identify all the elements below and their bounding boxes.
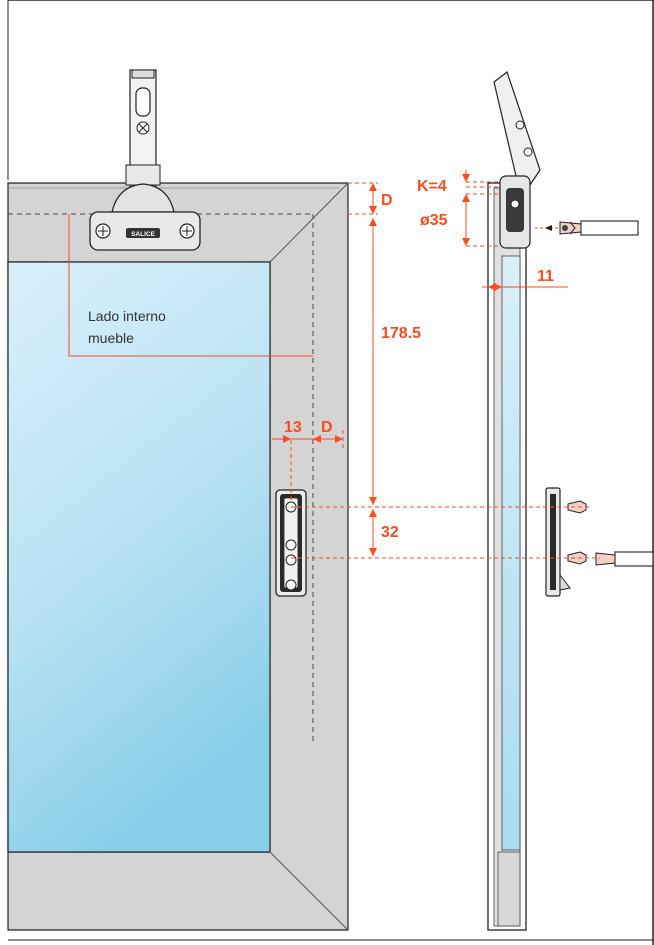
dim-d-side: D: [321, 419, 333, 436]
note-leader: [68, 214, 313, 357]
hinge-side-arm: [493, 71, 541, 189]
dim-plate-hole-spacing: 32: [381, 524, 399, 541]
hinge-logo-plate: [126, 228, 160, 238]
frame-miter-top: [269, 182, 349, 263]
dim-d-top: D: [381, 192, 393, 209]
side-mount-plate-front: [275, 489, 307, 597]
hinge-slot: [135, 87, 151, 117]
screw-top-icon: [562, 225, 568, 231]
dimension-arrows: [283, 174, 502, 556]
door-side-view: [487, 71, 654, 931]
hinge-front: SALICE: [89, 69, 201, 251]
glass-panel: [7, 261, 271, 853]
interior-note-line2: mueble: [88, 330, 134, 346]
side-glass: [501, 255, 521, 851]
interior-note-line1: Lado interno: [88, 308, 166, 324]
dim-plate-offset: 13: [284, 419, 302, 436]
interior-note: Lado interno mueble: [68, 214, 313, 357]
hinge-logo: SALICE: [131, 231, 156, 238]
plate-middle-screw-icon: [285, 539, 297, 551]
dim-cup-diameter: ø35: [420, 212, 448, 229]
dim-k: K=4: [417, 178, 447, 195]
screw-lower-icon: [567, 551, 587, 565]
dowel-top: [580, 220, 639, 236]
plate-bottom-screw-icon: [285, 579, 297, 591]
screw-upper-icon: [567, 500, 587, 514]
frame-miter-bottom: [269, 851, 349, 931]
dim-profile-width: 11: [537, 268, 554, 285]
dim-hinge-to-plate: 178.5: [381, 325, 421, 342]
dowel-lower: [614, 551, 654, 567]
plate-lower-screw-icon: [285, 554, 297, 566]
